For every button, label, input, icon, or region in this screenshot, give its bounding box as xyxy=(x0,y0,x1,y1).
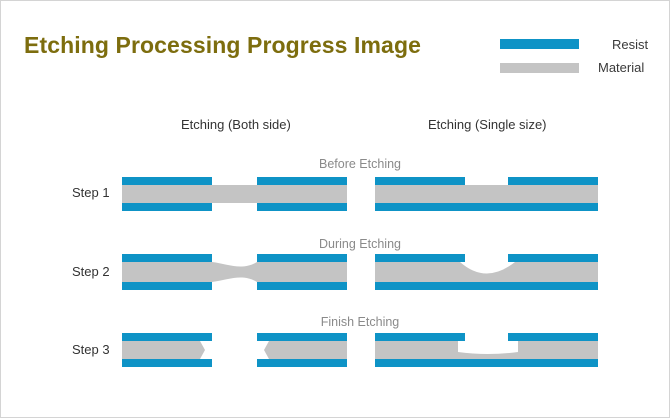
step-1-both-side-etching xyxy=(122,177,347,211)
legend-material-label: Material xyxy=(598,60,645,75)
resist-top-left xyxy=(375,177,465,185)
material-left xyxy=(122,341,205,359)
step-3-single-side-etching xyxy=(375,333,598,367)
resist-bottom-left xyxy=(122,203,212,211)
material-layer xyxy=(375,341,598,359)
step-3-both-side-etching xyxy=(122,333,347,367)
material-layer xyxy=(375,185,598,203)
resist-top-left xyxy=(122,254,212,262)
resist-top-left xyxy=(122,333,212,341)
legend-resist-swatch xyxy=(500,39,579,49)
resist-top-right xyxy=(508,254,598,262)
step-label-2: Step 2 xyxy=(72,264,110,279)
resist-top-left xyxy=(375,333,465,341)
stage-caption-during: During Etching xyxy=(319,237,401,251)
stage-caption-finish: Finish Etching xyxy=(320,315,400,329)
resist-bottom-right xyxy=(257,359,347,367)
material-layer xyxy=(122,185,347,203)
material-layer xyxy=(122,262,347,282)
resist-bottom xyxy=(375,282,598,290)
material-right xyxy=(264,341,347,359)
resist-bottom xyxy=(375,359,598,367)
page-title: Etching Processing Progress Image xyxy=(24,32,421,58)
resist-top-right xyxy=(508,333,598,341)
resist-bottom xyxy=(375,203,598,211)
step-1-single-side-etching xyxy=(375,177,598,211)
legend-resist-label: Resist xyxy=(612,37,649,52)
column-header-both-side: Etching (Both side) xyxy=(181,117,291,132)
resist-top-left xyxy=(122,177,212,185)
resist-top-right xyxy=(257,177,347,185)
resist-top-right xyxy=(508,177,598,185)
resist-bottom-left xyxy=(122,282,212,290)
step-2-both-side-etching xyxy=(122,254,347,290)
step-2-single-side-etching xyxy=(375,254,598,290)
step-label-3: Step 3 xyxy=(72,342,110,357)
column-header-single-side: Etching (Single size) xyxy=(428,117,547,132)
resist-top-left xyxy=(375,254,465,262)
resist-top-right xyxy=(257,254,347,262)
resist-top-right xyxy=(257,333,347,341)
legend-material-swatch xyxy=(500,63,579,73)
resist-bottom-right xyxy=(257,282,347,290)
step-label-1: Step 1 xyxy=(72,185,110,200)
material-layer xyxy=(375,262,598,282)
stage-caption-before: Before Etching xyxy=(319,157,401,171)
resist-bottom-left xyxy=(122,359,212,367)
resist-bottom-right xyxy=(257,203,347,211)
